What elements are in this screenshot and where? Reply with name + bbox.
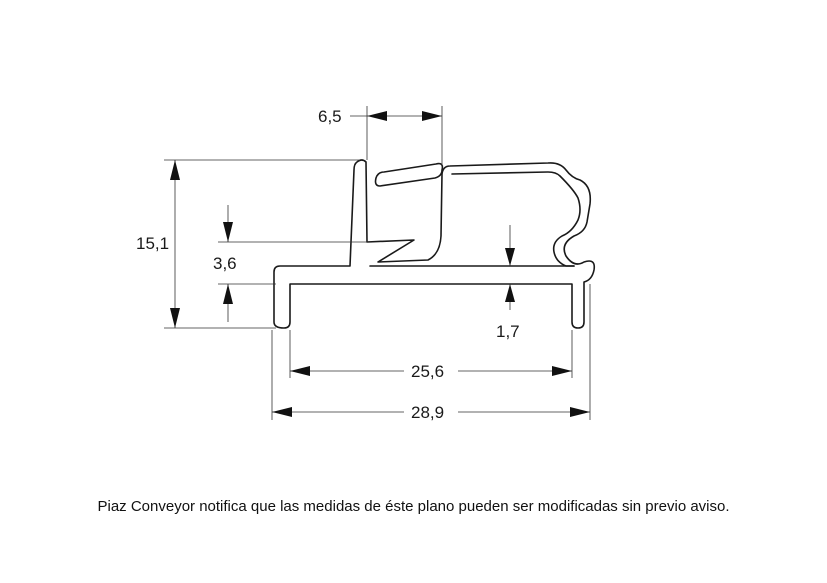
arrow-down [223, 222, 233, 242]
arrow-up [170, 160, 180, 180]
dim-label-base-thickness: 1,7 [496, 322, 520, 341]
dimension-total-height: 15,1 [136, 159, 360, 329]
disclaimer-notice: Piaz Conveyor notifica que las medidas d… [97, 498, 730, 515]
profile-right-hook [451, 171, 581, 267]
profile-flap [374, 162, 444, 187]
profile-outline [273, 159, 596, 329]
arrow-left [367, 111, 387, 121]
dimension-inner-width: 25,6 [289, 330, 573, 381]
arrow-left [272, 407, 292, 417]
dim-label-inner-width: 25,6 [411, 362, 444, 381]
arrow-up [223, 284, 233, 304]
dimension-top-width: 6,5 [318, 106, 443, 166]
arrow-right [552, 366, 572, 376]
profile-body [273, 159, 596, 329]
dimension-base-thickness: 1,7 [496, 225, 520, 341]
dim-label-outer-width: 28,9 [411, 403, 444, 422]
dimension-lip-height: 3,6 [213, 205, 368, 322]
dimension-outer-width: 28,9 [271, 284, 591, 422]
arrow-down [505, 248, 515, 266]
dim-label-top-width: 6,5 [318, 107, 342, 126]
arrow-right [570, 407, 590, 417]
dim-label-total-height: 15,1 [136, 234, 169, 253]
arrow-right [422, 111, 442, 121]
arrow-left [290, 366, 310, 376]
arrow-down [170, 308, 180, 328]
arrow-up [505, 284, 515, 302]
dim-label-lip-height: 3,6 [213, 254, 237, 273]
